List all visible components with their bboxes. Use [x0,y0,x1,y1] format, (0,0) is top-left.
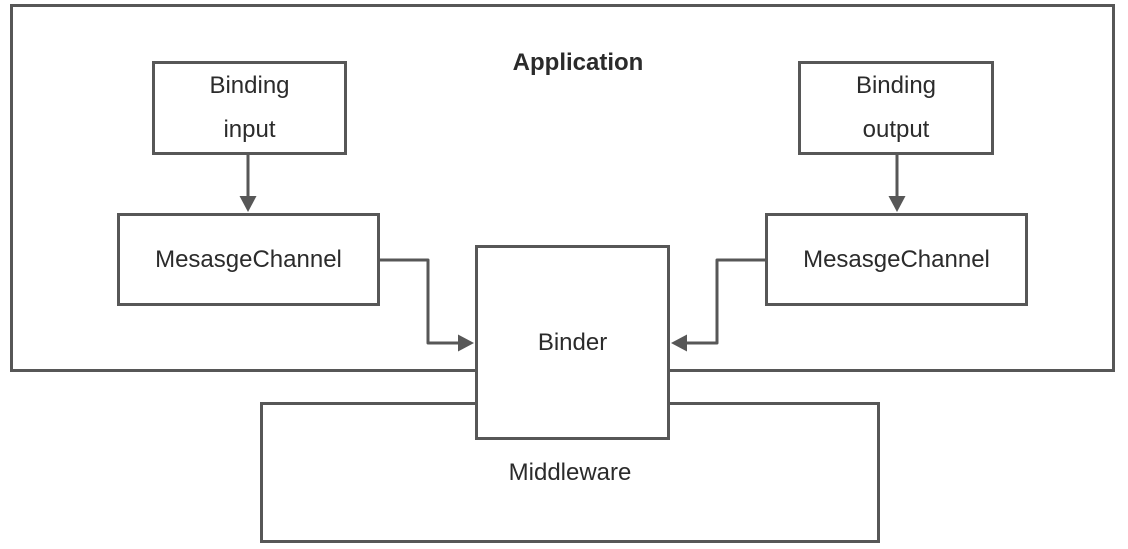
binder-label: Binder [537,328,608,356]
message-channel-right-label: MesasgeChannel [803,245,990,273]
binding-input-label-line2: input [223,116,276,143]
binding-output-box: Binding output [798,61,994,155]
message-channel-right-box: MesasgeChannel [765,213,1028,306]
message-channel-left-box: MesasgeChannel [117,213,380,306]
middleware-label: Middleware [508,458,632,486]
message-channel-left-label: MesasgeChannel [155,245,342,273]
application-title: Application [512,49,644,76]
binding-output-label-line2: output [862,116,930,143]
binder-box: Binder [475,245,670,440]
binding-input-label-line1: Binding [209,72,290,99]
binding-output-label-line1: Binding [855,72,937,99]
binding-input-box: Binding input [152,61,347,155]
